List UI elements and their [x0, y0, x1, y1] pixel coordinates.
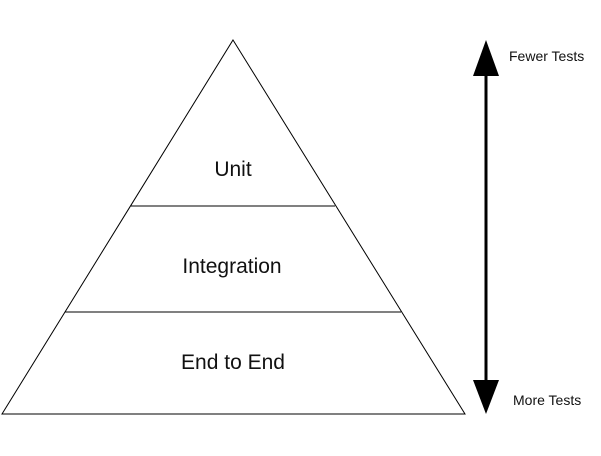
tier-label-unit: Unit: [214, 158, 252, 181]
double-arrow-icon: [473, 40, 499, 414]
pyramid-outline: [1, 39, 466, 415]
tier-label-integration: Integration: [182, 255, 281, 278]
arrow-label-fewer-tests: Fewer Tests: [509, 48, 584, 64]
arrow-head-down: [473, 380, 499, 414]
tier-label-end-to-end: End to End: [181, 351, 285, 374]
arrow-head-up: [473, 40, 499, 76]
arrow-label-more-tests: More Tests: [513, 392, 581, 408]
